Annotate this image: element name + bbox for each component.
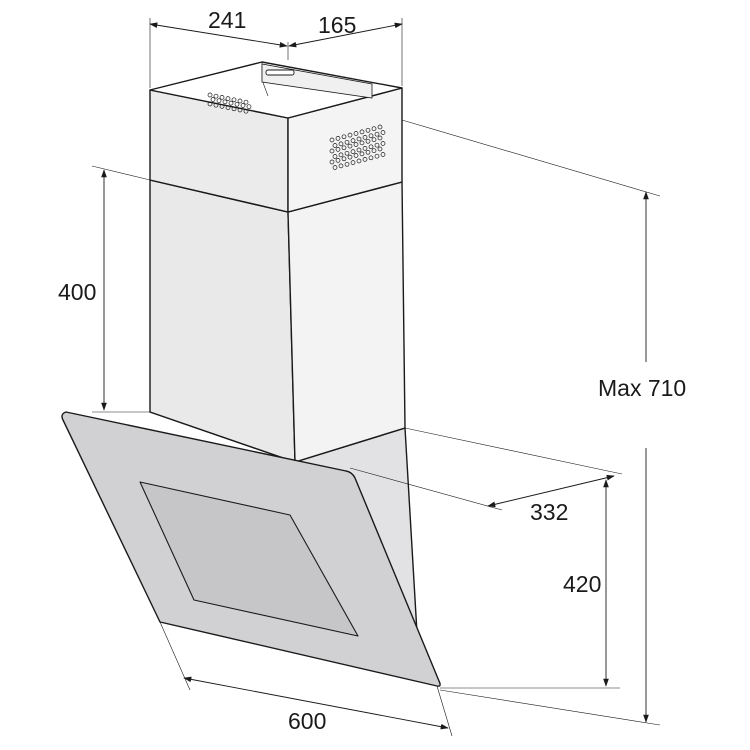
vent-hole	[344, 161, 350, 167]
vent-hole	[213, 93, 219, 99]
vent-hole	[380, 141, 386, 146]
vent-hole	[371, 126, 377, 132]
dimension-top	[149, 18, 403, 88]
dim-label-max-height: Max 710	[598, 375, 686, 401]
vent-hole	[347, 132, 353, 138]
vent-hole	[377, 135, 383, 141]
vent-hole	[350, 149, 356, 154]
vent-hole	[207, 101, 213, 107]
vent-hole	[231, 106, 237, 112]
vent-hole	[338, 163, 344, 169]
vent-hole	[228, 100, 234, 106]
glass-panel	[61, 411, 441, 687]
vent-hole	[344, 150, 350, 156]
vent-hole	[365, 149, 371, 155]
vent-hole	[246, 104, 252, 110]
vent-hole	[332, 165, 338, 170]
vent-hole	[329, 159, 335, 165]
vent-hole	[374, 131, 380, 137]
vent-hole	[222, 99, 228, 105]
vent-hole	[374, 142, 380, 148]
vent-hole	[374, 153, 380, 159]
vent-hole	[335, 136, 341, 141]
vent-holes-left	[207, 92, 252, 114]
chimney-lower-right-face	[287, 181, 406, 463]
dim-label-hood-height: 420	[563, 571, 601, 597]
vent-hole	[353, 153, 359, 158]
vent-hole	[225, 96, 231, 101]
dim-label-hood-width: 600	[288, 708, 326, 734]
vent-hole	[380, 130, 386, 135]
dim-label-width-left: 241	[208, 7, 246, 33]
vent-hole	[371, 137, 377, 143]
dim-label-width-right: 165	[318, 12, 356, 38]
vent-hole	[359, 129, 365, 135]
vent-hole	[332, 143, 338, 148]
vent-hole	[365, 138, 371, 144]
glass-panel-inset	[139, 481, 359, 637]
vent-hole	[365, 127, 371, 133]
vent-hole	[243, 108, 249, 114]
chimney-lower-left-face	[149, 179, 296, 463]
vent-hole	[350, 160, 356, 165]
vent-hole	[341, 156, 347, 162]
vent-holes-right	[329, 124, 386, 170]
vent-hole	[353, 142, 359, 147]
vent-hole	[368, 144, 374, 150]
dimension-hood-width	[159, 621, 453, 737]
vent-hole	[329, 148, 335, 154]
chimney-top-opening	[149, 61, 403, 119]
vent-hole	[344, 139, 350, 145]
vent-hole	[356, 158, 362, 164]
dimension-depth	[349, 427, 623, 511]
vent-hole	[231, 97, 237, 103]
vent-hole	[371, 148, 377, 154]
vent-hole	[368, 155, 374, 161]
vent-hole	[335, 158, 341, 163]
vent-hole	[219, 104, 225, 109]
vent-hole	[356, 147, 362, 153]
vent-hole	[338, 141, 344, 147]
vent-hole	[341, 145, 347, 151]
vent-hole	[210, 97, 216, 102]
vent-hole	[368, 133, 374, 139]
vent-hole	[341, 134, 347, 140]
vent-hole	[362, 157, 368, 162]
vent-hole	[216, 98, 222, 104]
dim-label-depth: 332	[530, 499, 568, 525]
dimension-chimney-height	[91, 165, 151, 413]
dim-label-chimney-height: 400	[58, 279, 96, 305]
vent-hole	[362, 135, 368, 140]
vent-hole	[207, 92, 213, 98]
vent-hole	[377, 146, 383, 152]
vent-hole	[356, 136, 362, 142]
dimension-hood-height	[440, 479, 620, 689]
vent-hole	[362, 146, 368, 151]
vent-hole	[237, 98, 243, 104]
vent-hole	[353, 131, 359, 136]
vent-hole	[335, 147, 341, 152]
mounting-slot	[265, 69, 295, 76]
vent-hole	[359, 151, 365, 157]
vent-hole	[234, 101, 240, 107]
vent-hole	[213, 102, 219, 108]
vent-hole	[338, 152, 344, 158]
vent-hole	[347, 143, 353, 149]
vent-hole	[347, 154, 353, 160]
vent-hole	[377, 124, 383, 130]
vent-hole	[329, 137, 335, 143]
vent-hole	[380, 152, 386, 157]
chimney	[149, 61, 406, 463]
vent-hole	[240, 103, 246, 108]
vent-hole	[243, 99, 249, 105]
vent-hole	[219, 95, 225, 100]
dimension-max-height	[401, 119, 661, 726]
vent-hole	[237, 107, 243, 113]
vent-hole	[225, 105, 231, 110]
vent-hole	[350, 138, 356, 143]
vent-hole	[359, 140, 365, 146]
vent-hole	[332, 154, 338, 159]
